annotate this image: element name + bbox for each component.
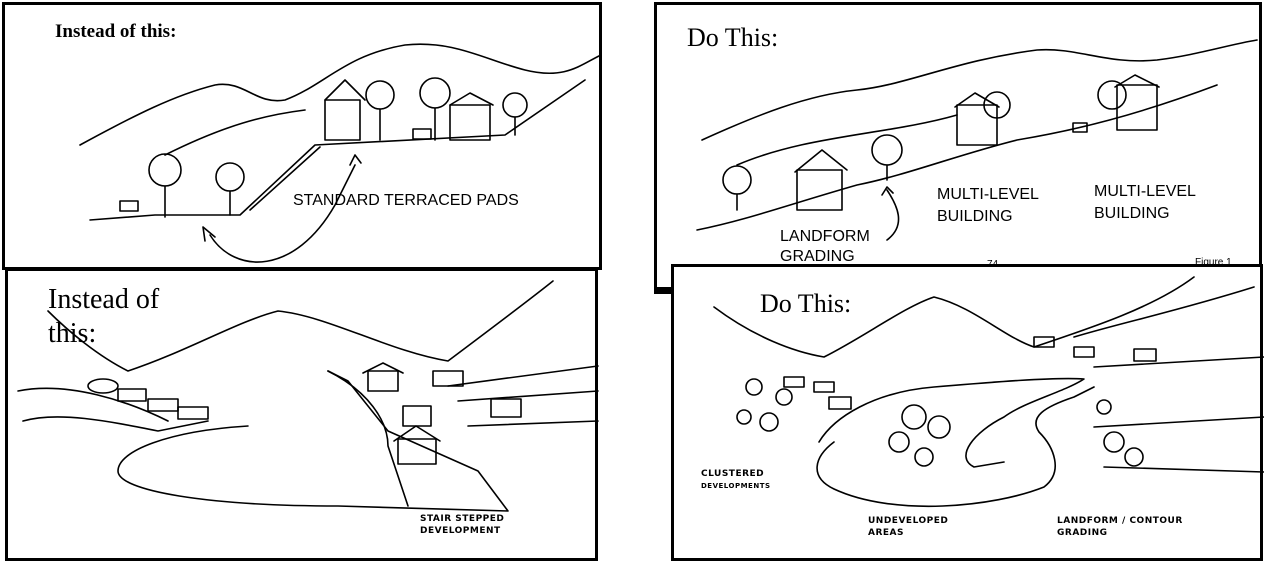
terraced-pads-sketch xyxy=(79,43,602,263)
label-grading: GRADING xyxy=(1057,528,1108,538)
label-multi-level-1: MULTI-LEVEL xyxy=(937,186,1039,203)
label-standard-terraced-pads: STANDARD TERRACED PADS xyxy=(293,192,519,209)
panel-stair-stepped: Instead of this: STAIR STEPPED DEVELOPME… xyxy=(5,268,599,561)
panel-heading: Instead of this: xyxy=(55,21,177,42)
panel-landform-grading: Do This: LANDFORM GRADING MULTI-LEVEL BU… xyxy=(654,2,1262,294)
label-clustered: CLUSTERED xyxy=(701,469,765,479)
label-undeveloped: UNDEVELOPED xyxy=(868,516,949,526)
landform-grading-sketch xyxy=(696,39,1258,241)
label-landform: LANDFORM xyxy=(780,228,870,245)
figure-label: Figure 1 xyxy=(1195,257,1232,265)
panel-heading-line1: Instead of xyxy=(48,284,160,315)
label-development: DEVELOPMENT xyxy=(420,526,501,536)
panel-heading-line2: this: xyxy=(48,318,97,349)
clustered-development-sketch xyxy=(713,276,1264,508)
label-stair-stepped: STAIR STEPPED xyxy=(420,514,505,524)
panel-heading: Do This: xyxy=(687,23,779,52)
label-grading: GRADING xyxy=(780,248,855,263)
panel-clustered-development: Do This: CLUSTERED DEVELOPMENTS UNDEVELO… xyxy=(671,264,1264,561)
label-landform-contour: LANDFORM / CONTOUR xyxy=(1057,516,1183,526)
stair-stepped-sketch xyxy=(17,280,599,512)
label-building-1: BUILDING xyxy=(937,208,1013,225)
panel-terraced-pads: Instead of this: STANDARD TERRACED PADS xyxy=(2,2,602,270)
label-areas: AREAS xyxy=(868,528,904,538)
label-developments: DEVELOPMENTS xyxy=(701,482,771,490)
label-multi-level-2: MULTI-LEVEL xyxy=(1094,183,1196,200)
label-building-2: BUILDING xyxy=(1094,205,1170,222)
page-number: 74 xyxy=(987,259,999,265)
panel-heading: Do This: xyxy=(760,289,852,318)
